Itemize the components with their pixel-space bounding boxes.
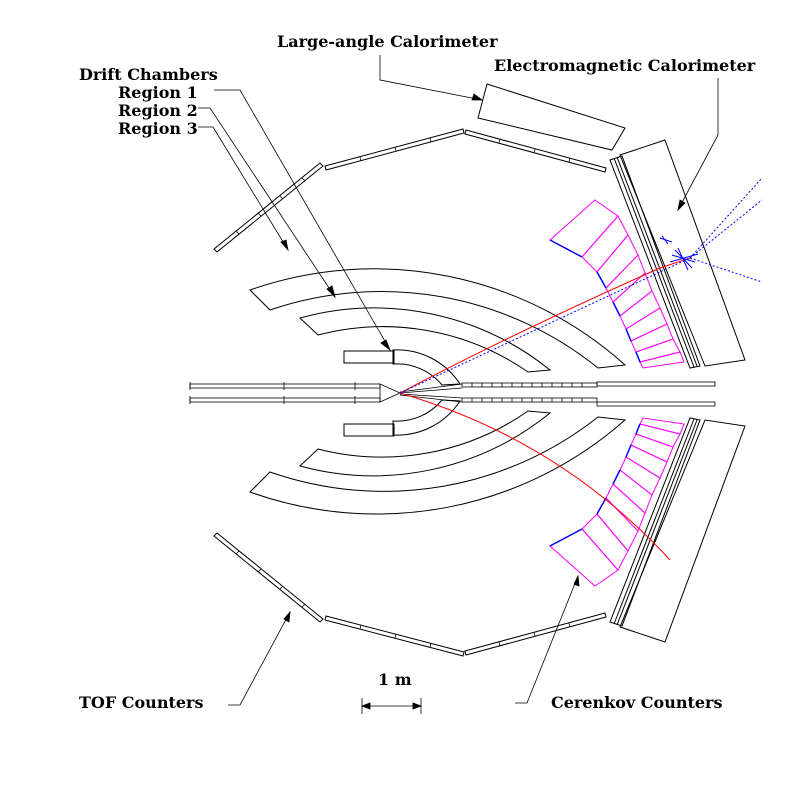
charged-track-lower: [399, 392, 671, 561]
drift-chamber-region-3-upper: [249, 268, 627, 369]
cerenkov-mirrors-lower: [549, 423, 641, 547]
beamline-ticks: [471, 383, 583, 402]
label-large-angle-calorimeter: Large-angle Calorimeter: [277, 32, 498, 51]
drift-chamber-region-3-lower: [249, 416, 627, 515]
drift-chamber-region-2-upper: [299, 307, 552, 373]
em-shower: [659, 235, 699, 271]
label-region-3: Region 3: [118, 119, 198, 138]
inner-box-lower: [343, 423, 395, 437]
beamline: [189, 381, 716, 407]
drift-chamber-region-2-lower: [299, 410, 552, 477]
scale-bar: [360, 698, 423, 714]
cerenkov-mirrors-upper: [549, 239, 641, 363]
label-region-1: Region 1: [118, 83, 198, 102]
tof-counters-upper: [213, 128, 607, 253]
label-scale-bar: 1 m: [378, 670, 412, 689]
neutral-tracks: [399, 177, 763, 394]
tof-counter-segments: [235, 137, 571, 648]
drift-chamber-region-1-lower: [392, 399, 461, 436]
label-drift-chambers: Drift Chambers: [79, 65, 218, 84]
tof-counters-lower: [213, 532, 607, 657]
label-electromagnetic-calorimeter: Electromagnetic Calorimeter: [494, 56, 756, 75]
label-tof-counters: TOF Counters: [79, 693, 204, 712]
cerenkov-counters-lower: [549, 417, 685, 587]
inner-box-upper: [343, 350, 395, 364]
large-angle-calorimeter: [477, 83, 626, 151]
cerenkov-counters-upper: [549, 199, 685, 369]
label-leaders: [198, 55, 719, 706]
charged-track-upper: [399, 257, 691, 394]
label-region-2: Region 2: [118, 101, 198, 120]
electromagnetic-calorimeter-lower: [609, 417, 746, 643]
electromagnetic-calorimeter-upper: [609, 139, 746, 369]
label-cerenkov-counters: Cerenkov Counters: [551, 693, 723, 712]
